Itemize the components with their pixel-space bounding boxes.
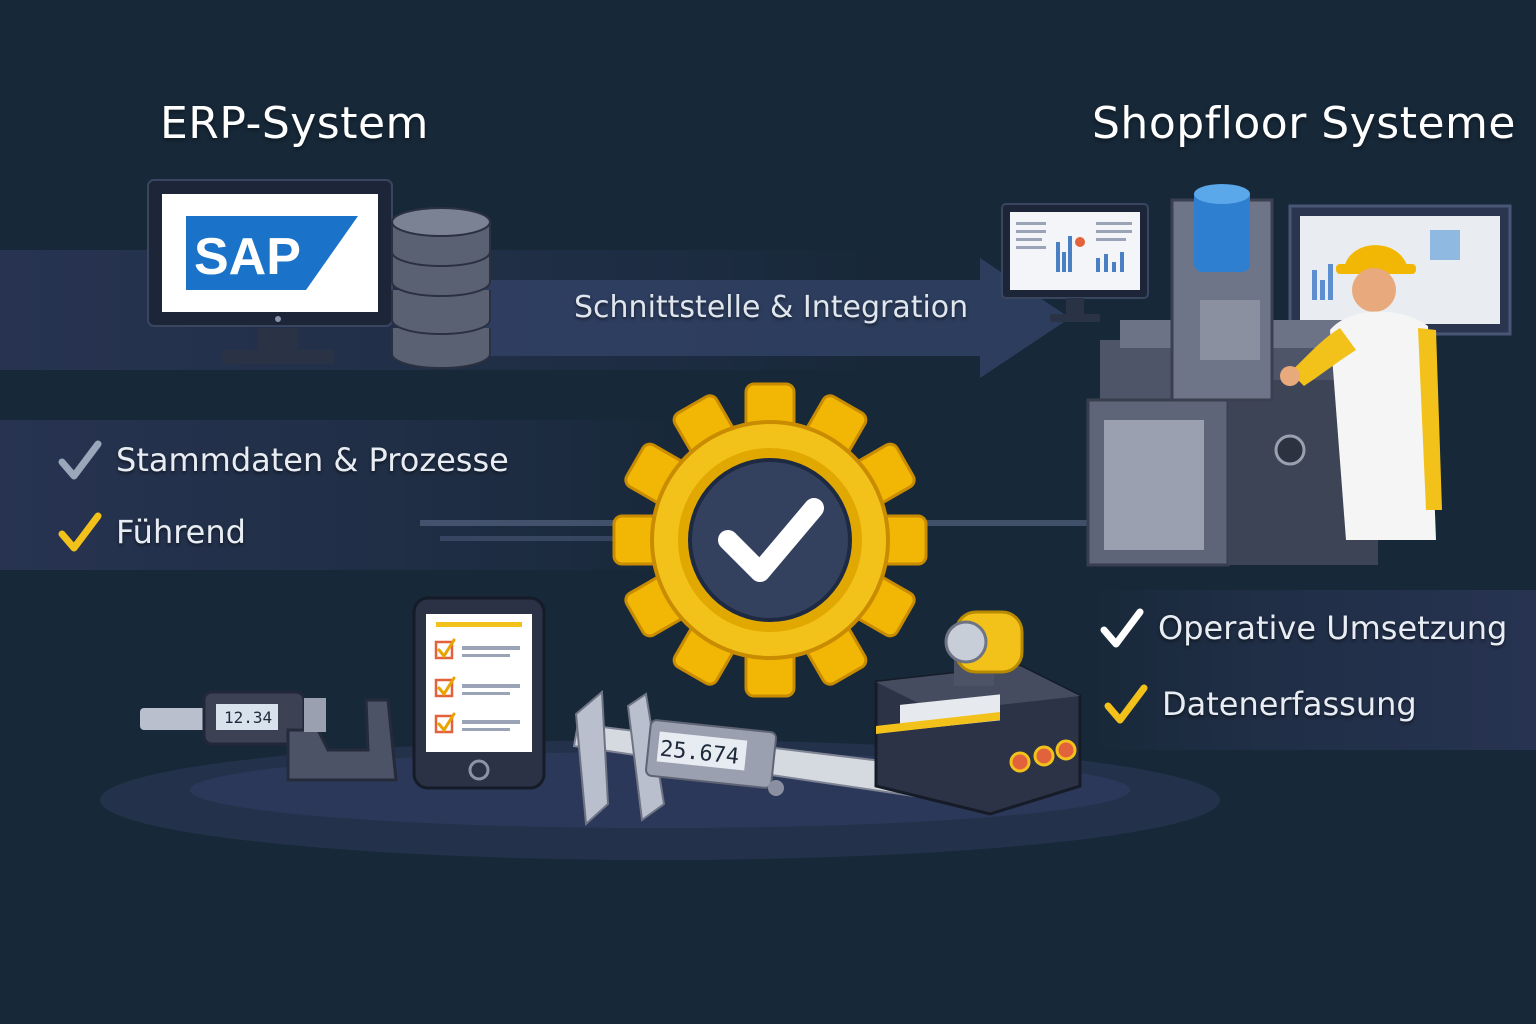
micrometer-icon: 12.34 [140, 690, 398, 782]
database-icon [391, 207, 491, 369]
erp-feature-1: Stammdaten & Prozesse [58, 438, 509, 482]
check-icon [1104, 684, 1148, 724]
sap-monitor-icon: SAP [147, 179, 393, 364]
check-icon [58, 440, 102, 480]
erp-feature-2: Führend [58, 510, 246, 554]
integration-arrow [480, 258, 1070, 378]
shopfloor-feature-label: Datenerfassung [1162, 685, 1417, 723]
checklist-tablet-icon [412, 596, 546, 790]
dashboard-monitor-icon [1001, 203, 1149, 322]
worker-icon [1280, 245, 1442, 540]
cnc-machine-icon [1086, 184, 1512, 567]
check-icon [1100, 608, 1144, 648]
shopfloor-title: Shopfloor Systeme [1092, 98, 1516, 149]
erp-title: ERP-System [160, 98, 429, 149]
erp-feature-label: Führend [116, 513, 246, 551]
micrometer-readout: 12.34 [224, 708, 272, 727]
shopfloor-feature-1: Operative Umsetzung [1100, 606, 1507, 650]
erp-feature-band [0, 420, 700, 570]
shopfloor-feature-band [1080, 590, 1536, 750]
gear-check-icon [612, 382, 928, 698]
shopfloor-feature-label: Operative Umsetzung [1158, 609, 1508, 647]
check-icon [58, 512, 102, 552]
return-streaks [420, 520, 1100, 541]
sap-logo-text: SAP [194, 228, 301, 286]
erp-feature-label: Stammdaten & Prozesse [116, 441, 509, 479]
shopfloor-feature-2: Datenerfassung [1104, 682, 1417, 726]
measurement-device-icon [874, 610, 1082, 816]
integration-label: Schnittstelle & Integration [574, 290, 969, 325]
